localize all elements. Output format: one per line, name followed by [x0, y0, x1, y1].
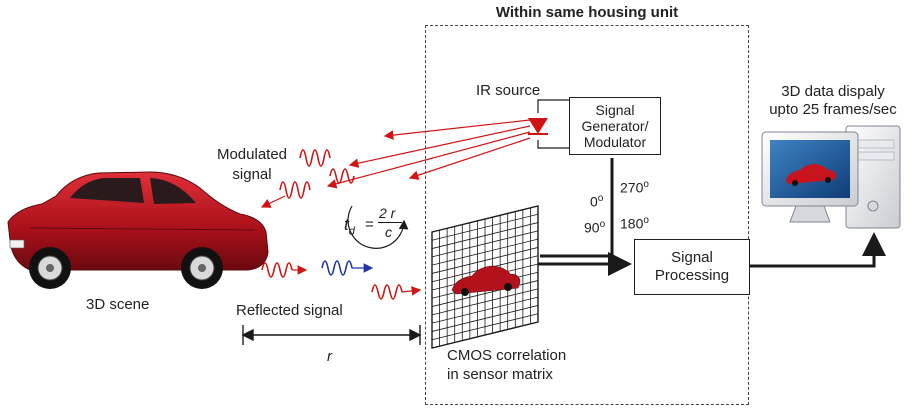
formula-numerator: 2 r — [379, 205, 396, 221]
display-label: 3D data dispaly upto 25 frames/sec — [758, 83, 908, 119]
emitted-ir-rays — [260, 119, 531, 208]
signal-processing-line2: Processing — [654, 267, 730, 284]
phase-0-label: 0o — [590, 193, 604, 210]
housing-unit-frame — [425, 25, 749, 405]
phase-270-label: 270o — [620, 179, 649, 196]
housing-title: Within same housing unit — [495, 4, 679, 21]
reflected-signal-label: Reflected signal — [236, 302, 343, 319]
signal-processing-line1: Signal — [671, 249, 713, 266]
distance-dimension-line — [241, 325, 422, 345]
display-label-line2: upto 25 frames/sec — [769, 101, 897, 118]
distance-label: r — [327, 348, 332, 365]
signal-generator-line2: Generator/ — [581, 118, 649, 134]
computer-display-icon — [761, 125, 901, 229]
car-illustration — [7, 171, 269, 289]
scene-label: 3D scene — [86, 296, 150, 313]
reflected-signal-waves — [261, 260, 422, 300]
sensor-grid-line — [431, 305, 539, 332]
sensor-grid-line — [431, 288, 539, 316]
signal-generator-line3: Modulator — [583, 134, 647, 150]
modulated-signal-label: Modulated signal — [200, 145, 304, 185]
signal-generator-line1: Signal — [595, 102, 635, 118]
formula-fraction-bar — [378, 222, 402, 223]
formula-t: td — [344, 215, 355, 238]
modulated-signal-line1: Modulated — [216, 146, 288, 163]
formula-equals: = — [365, 216, 374, 233]
phase-90-label: 90o — [584, 219, 606, 236]
time-delay-cycle-arrow — [347, 205, 409, 249]
sensor-grid-line — [431, 296, 539, 324]
ir-source-label: IR source — [476, 82, 541, 99]
formula-denominator: c — [385, 224, 392, 240]
sensor-label: CMOS correlation in sensor matrix — [447, 346, 566, 384]
sensor-grid-line — [431, 313, 539, 341]
signal-generator-box: Signal Generator/ Modulator — [569, 97, 661, 155]
modulated-signal-line2: signal — [232, 166, 272, 183]
sensor-label-line1: CMOS correlation — [447, 347, 567, 364]
sensor-car-image — [451, 265, 521, 296]
sensor-grid-line — [431, 280, 539, 307]
display-label-line1: 3D data dispaly — [781, 83, 885, 100]
modulated-signal-waves — [279, 149, 355, 199]
signal-processing-box: Signal Processing — [634, 239, 750, 295]
phase-180-label: 180o — [620, 215, 649, 232]
ir-led-icon — [528, 99, 569, 149]
sensor-label-line2: in sensor matrix — [447, 366, 553, 383]
signal-wires — [538, 158, 886, 276]
